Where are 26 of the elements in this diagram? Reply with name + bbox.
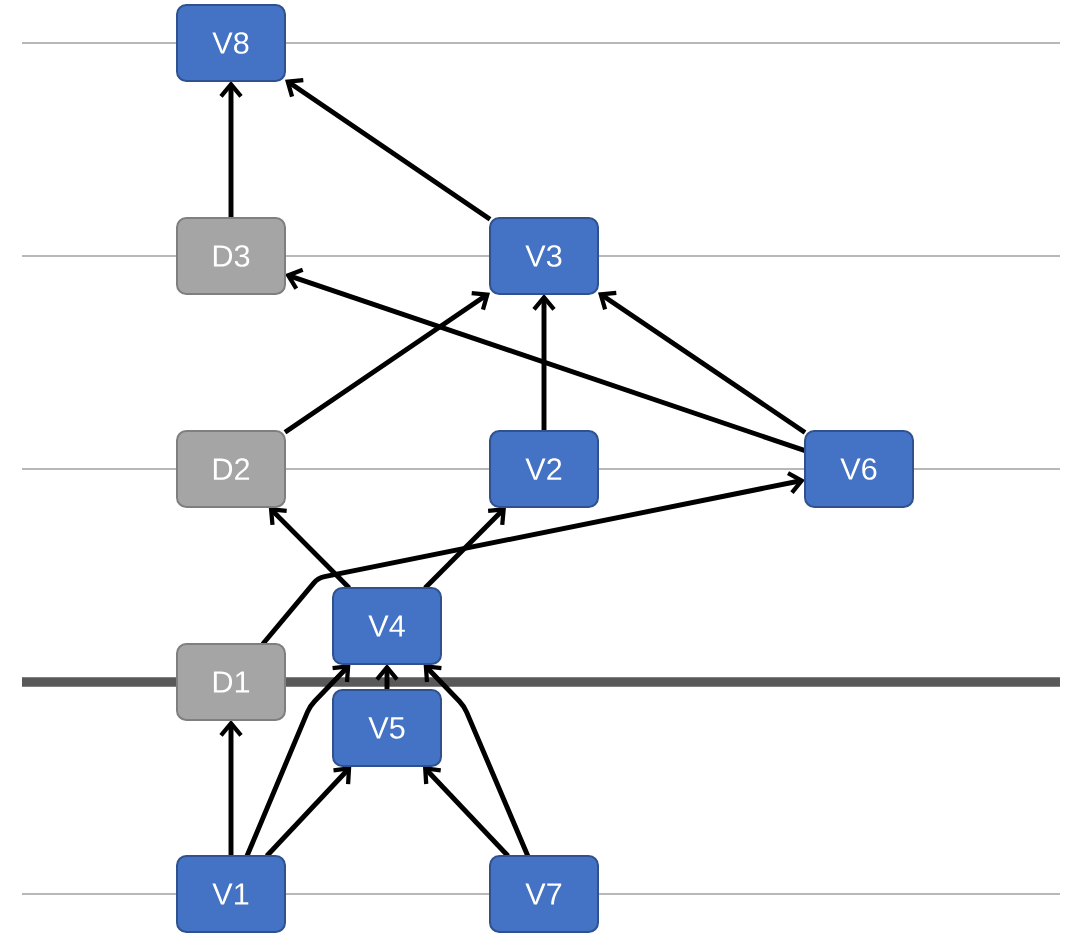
node-box: D3: [176, 217, 286, 295]
arrow: [598, 290, 807, 435]
arrow: [285, 77, 492, 222]
arrow: [532, 294, 556, 431]
arrow: [268, 507, 351, 590]
arrow: [422, 766, 510, 858]
node-box: D1: [176, 643, 286, 721]
node-box: V5: [332, 689, 442, 767]
arrow: [264, 766, 352, 858]
arrow: [283, 290, 490, 435]
arrow: [423, 507, 506, 590]
arrow: [423, 664, 531, 857]
arrow: [375, 664, 399, 690]
arrow: [219, 81, 243, 218]
node-box: V4: [332, 587, 442, 665]
node-box: V1: [176, 855, 286, 933]
node-box: V8: [176, 4, 286, 82]
node-box: V3: [489, 217, 599, 295]
arrow: [219, 720, 243, 856]
arrow: [260, 471, 805, 646]
node-box: V2: [489, 430, 599, 508]
arrow: [244, 664, 351, 857]
arrow: [285, 267, 806, 453]
node-box: V6: [804, 430, 914, 508]
node-box: D2: [176, 430, 286, 508]
node-box: V7: [489, 855, 599, 933]
